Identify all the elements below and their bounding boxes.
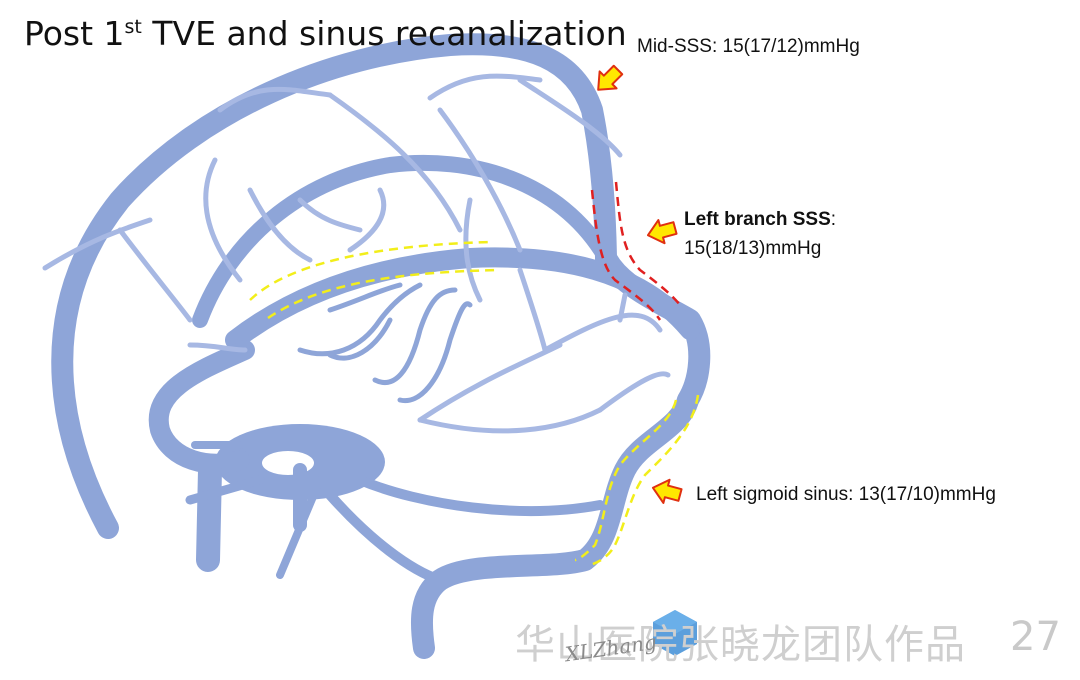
watermark-text: 华山医院张晓龙团队作品 bbox=[515, 622, 966, 668]
arrow-mid-sss-icon bbox=[597, 64, 624, 91]
title-suffix: TVE and sinus recanalization bbox=[141, 14, 627, 53]
left-sigmoid-sinus bbox=[410, 389, 699, 659]
left-branch-sss-name: Left branch SSS bbox=[684, 209, 831, 230]
lower-connecting-vein bbox=[355, 475, 605, 516]
arrow-left-branch-icon bbox=[646, 219, 678, 245]
inner-cortical-arc bbox=[192, 154, 614, 328]
left-branch-sss-outline bbox=[590, 181, 681, 321]
left-branch-sss-colon: : bbox=[830, 209, 837, 230]
title-superscript: st bbox=[124, 16, 142, 38]
left-sigmoid-label: Left sigmoid sinus: 13(17/10)mmHg bbox=[696, 484, 996, 505]
page-number: 27 bbox=[1010, 614, 1061, 660]
sigmoid-sinus-outline bbox=[574, 394, 700, 567]
mid-sss-label: Mid-SSS: 15(17/12)mmHg bbox=[637, 36, 860, 57]
arrow-left-sigmoid-icon bbox=[651, 478, 683, 504]
watermark-logo-icon bbox=[653, 610, 697, 656]
left-branch-sss-value: 15(18/13)mmHg bbox=[684, 238, 822, 259]
descending-vein bbox=[196, 458, 222, 572]
page-title: Post 1st TVE and sinus recanalization bbox=[24, 14, 627, 53]
title-prefix: Post 1 bbox=[24, 14, 125, 53]
superior-sagittal-sinus bbox=[51, 33, 617, 539]
left-branch-sss-label: Left branch SSS: bbox=[684, 209, 836, 231]
transverse-sinus-outline bbox=[249, 240, 501, 320]
